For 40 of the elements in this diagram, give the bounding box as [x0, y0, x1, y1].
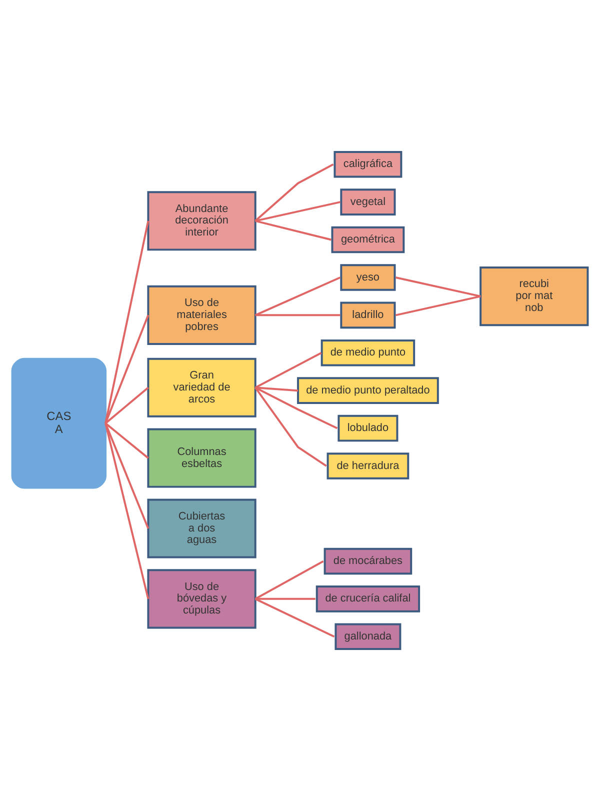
node-box: Uso de bóvedas y cúpulas: [147, 568, 256, 628]
connector: [104, 220, 150, 424]
node-box: de herradura: [326, 452, 410, 479]
connector: [104, 422, 150, 599]
node-box: Uso de materiales pobres: [147, 284, 256, 344]
connector: [254, 560, 324, 600]
node-box: vegetal: [340, 188, 396, 215]
node-box: Columnas esbeltas: [147, 428, 256, 488]
node-box: de mocárabes: [324, 547, 412, 574]
node-box: geométrica: [331, 226, 405, 253]
connector: [255, 200, 340, 222]
connector: [396, 276, 481, 297]
node-box: lobulado: [338, 414, 398, 442]
node-box: de medio punto peraltado: [297, 376, 439, 404]
connector: [104, 422, 149, 458]
node-box: Cubiertas a dos aguas: [147, 498, 256, 558]
connector: [254, 276, 341, 316]
connector: [254, 386, 338, 429]
connector: [255, 597, 316, 600]
connector: [254, 386, 327, 466]
node-box: de crucería califal: [316, 585, 420, 612]
connector: [255, 314, 340, 316]
connector: [396, 294, 481, 316]
connector: [254, 598, 335, 638]
node-box: ladrillo: [340, 301, 396, 328]
node-box: recubi por mat nob: [480, 266, 589, 326]
connector: [104, 314, 150, 424]
node-box: Gran variedad de arcos: [147, 357, 256, 417]
connector: [254, 352, 322, 388]
node-box: gallonada: [334, 622, 402, 650]
node-box: caligráfica: [334, 150, 402, 178]
node-box: Abundante decoración interior: [147, 190, 256, 250]
connector: [255, 386, 298, 392]
node-box: yeso: [340, 264, 396, 290]
connector: [104, 422, 150, 528]
node-box: CAS A: [11, 357, 107, 488]
connector: [104, 386, 149, 424]
connector: [254, 163, 334, 222]
node-box: de medio punto: [320, 338, 416, 366]
connector: [255, 219, 332, 240]
